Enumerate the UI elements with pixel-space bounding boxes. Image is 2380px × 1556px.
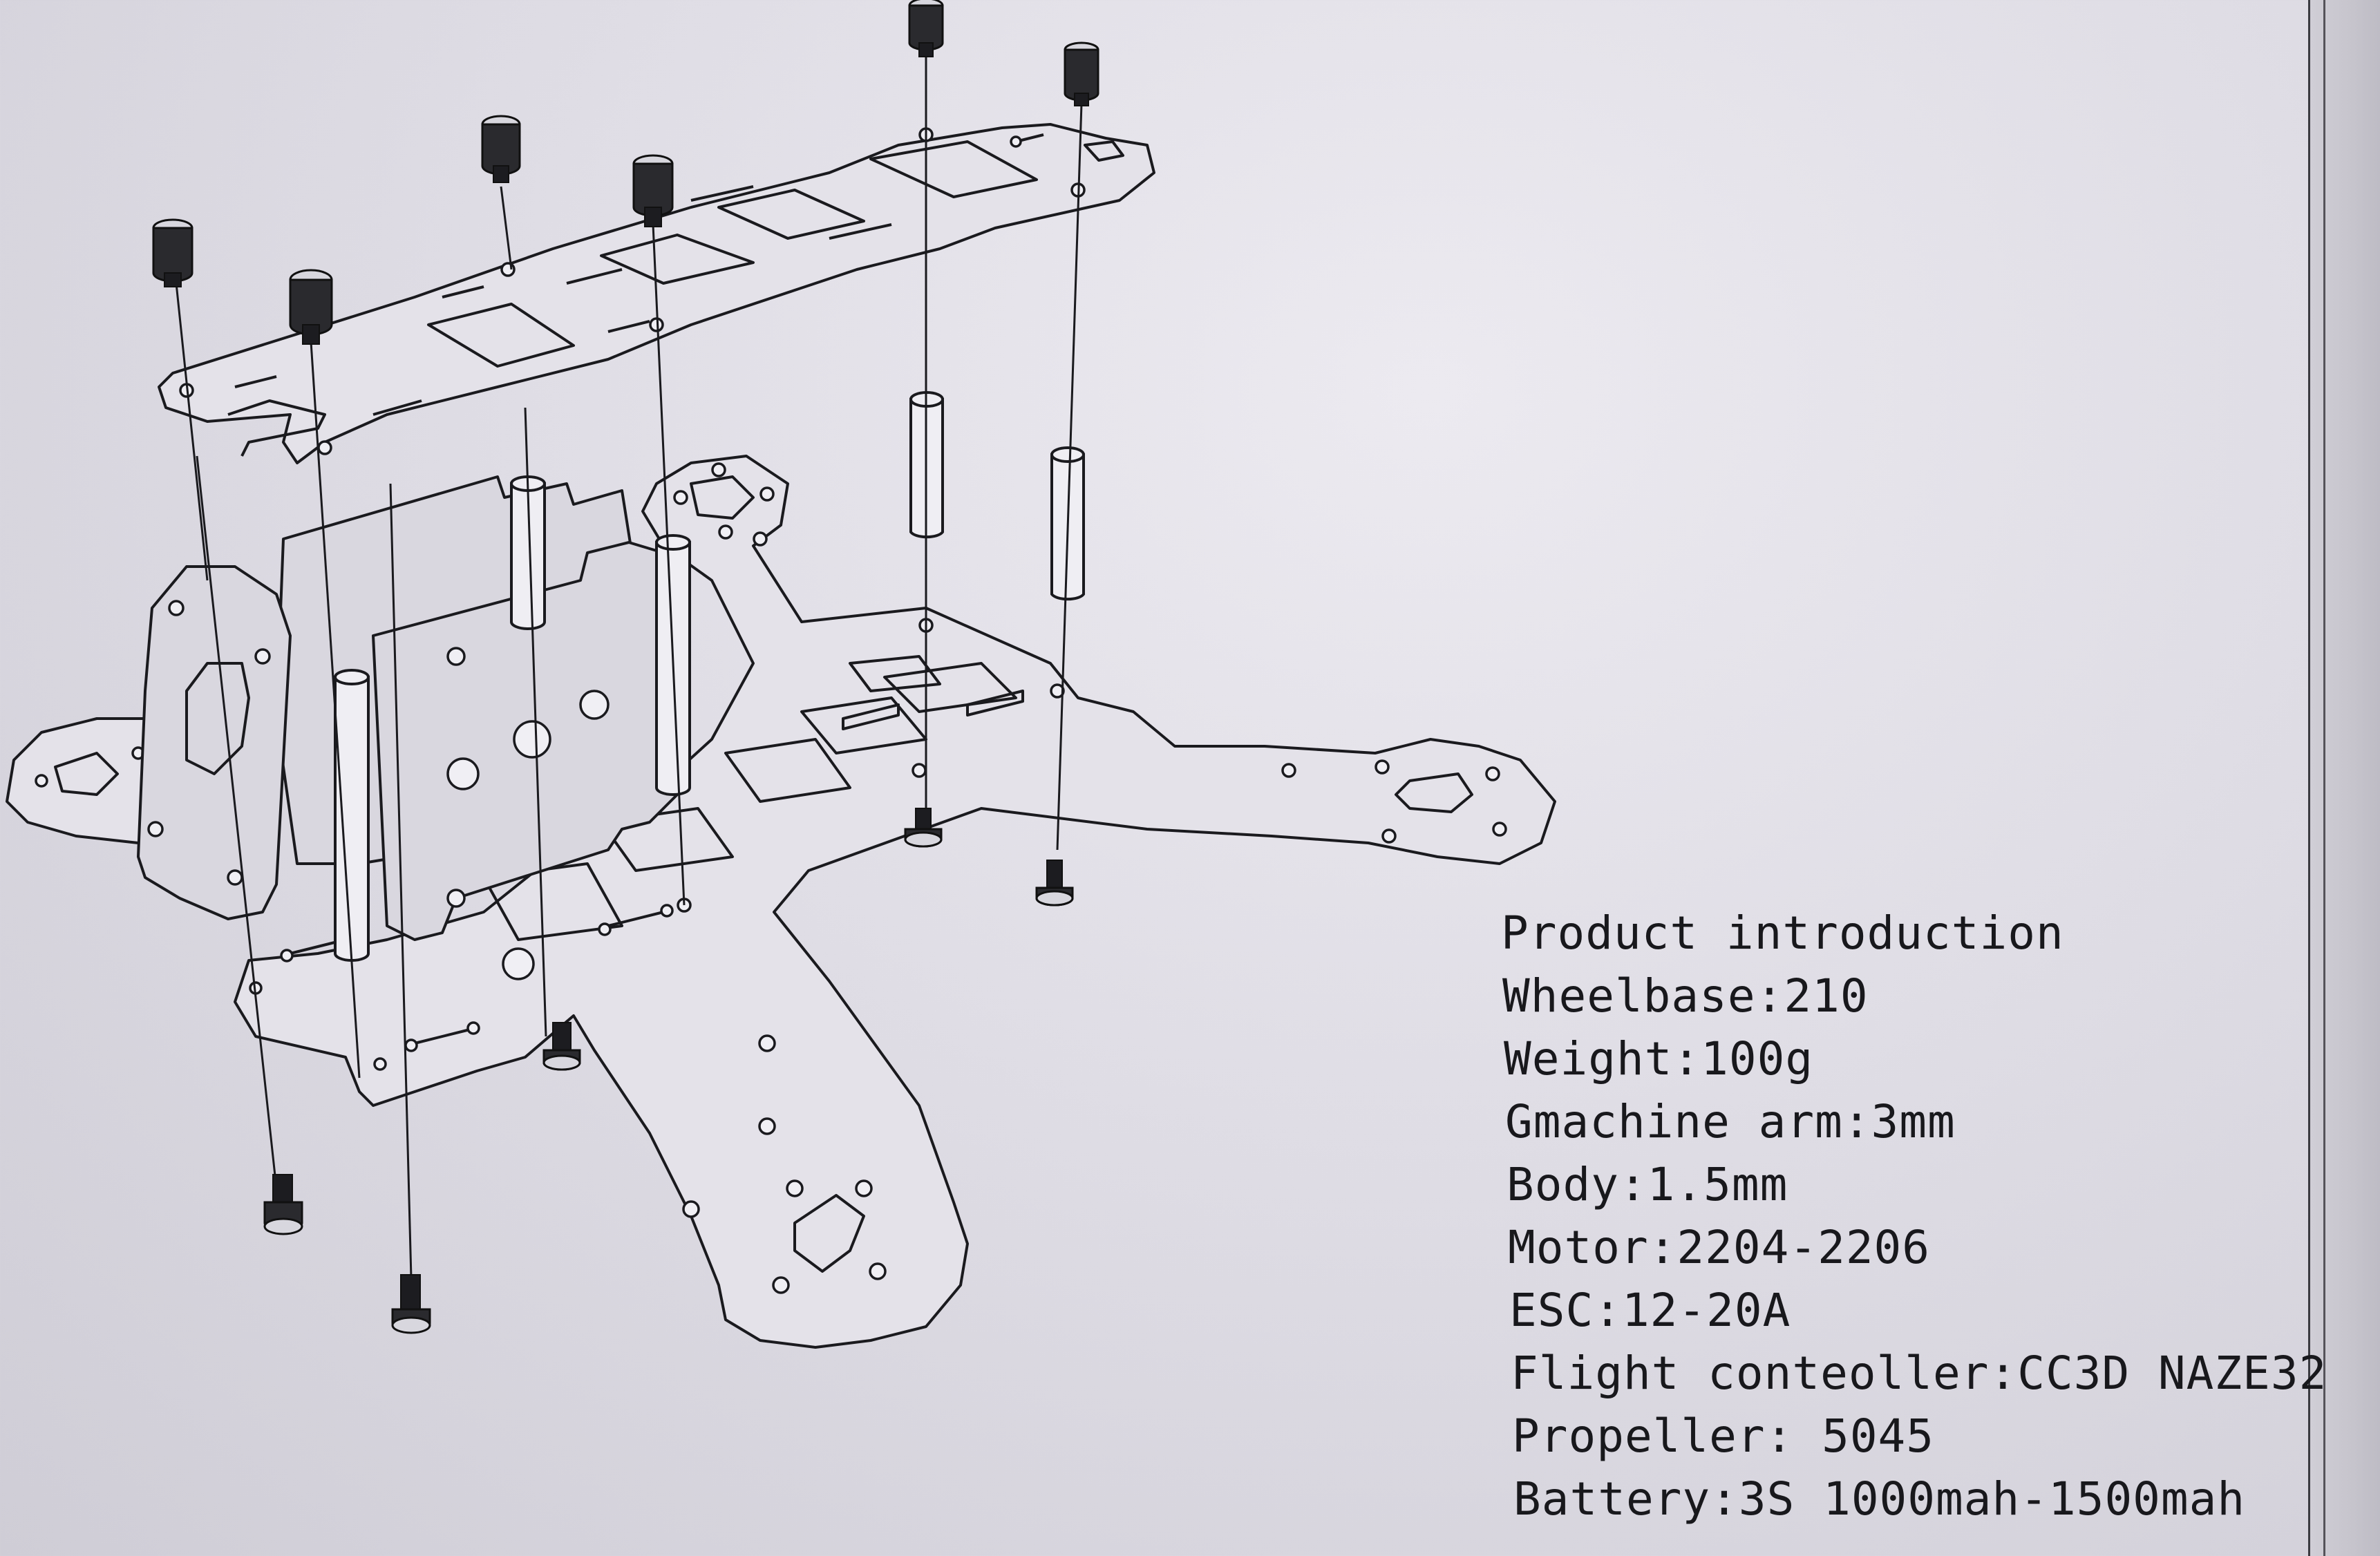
page-edge-line <box>2323 0 2325 1556</box>
screws <box>152 0 1099 1334</box>
screw <box>542 1022 581 1071</box>
frame-exploded-diagram <box>6 0 1556 1349</box>
screw <box>391 1274 431 1334</box>
spec-weight: Weight:100g <box>1504 1032 1814 1085</box>
screw <box>289 269 333 345</box>
spec-motor: Motor:2204-2206 <box>1508 1221 1931 1274</box>
spec-esc: ESC:12-20A <box>1509 1284 1791 1337</box>
spec-wheelbase: Wheelbase:210 <box>1502 969 1869 1023</box>
spec-flight-controller: Flight conteoller:CC3D NAZE32 <box>1511 1347 2327 1400</box>
screw <box>904 808 943 848</box>
spec-propeller: Propeller: 5045 <box>1512 1410 1935 1463</box>
screw <box>152 218 193 287</box>
camera-side-plates <box>137 475 679 941</box>
product-spec-panel: Product introduction Wheelbase:210 Weigh… <box>1501 902 2327 1530</box>
screw <box>908 0 944 57</box>
assembly-guide-lines <box>175 55 1083 1279</box>
screw <box>632 154 674 227</box>
spec-arm-thickness: Gmachine arm:3mm <box>1505 1095 1956 1148</box>
spec-body-thickness: Body:1.5mm <box>1507 1158 1788 1211</box>
screw <box>481 115 521 183</box>
spec-heading: Product introduction <box>1501 907 2064 960</box>
standoffs <box>334 391 1085 962</box>
screw <box>1064 41 1099 106</box>
bottom-frame <box>6 455 1556 1349</box>
page-edge <box>2308 0 2380 1556</box>
screw <box>1035 860 1074 907</box>
screw <box>263 1174 303 1235</box>
spec-battery: Battery:3S 1000mah-1500mah <box>1513 1472 2246 1526</box>
